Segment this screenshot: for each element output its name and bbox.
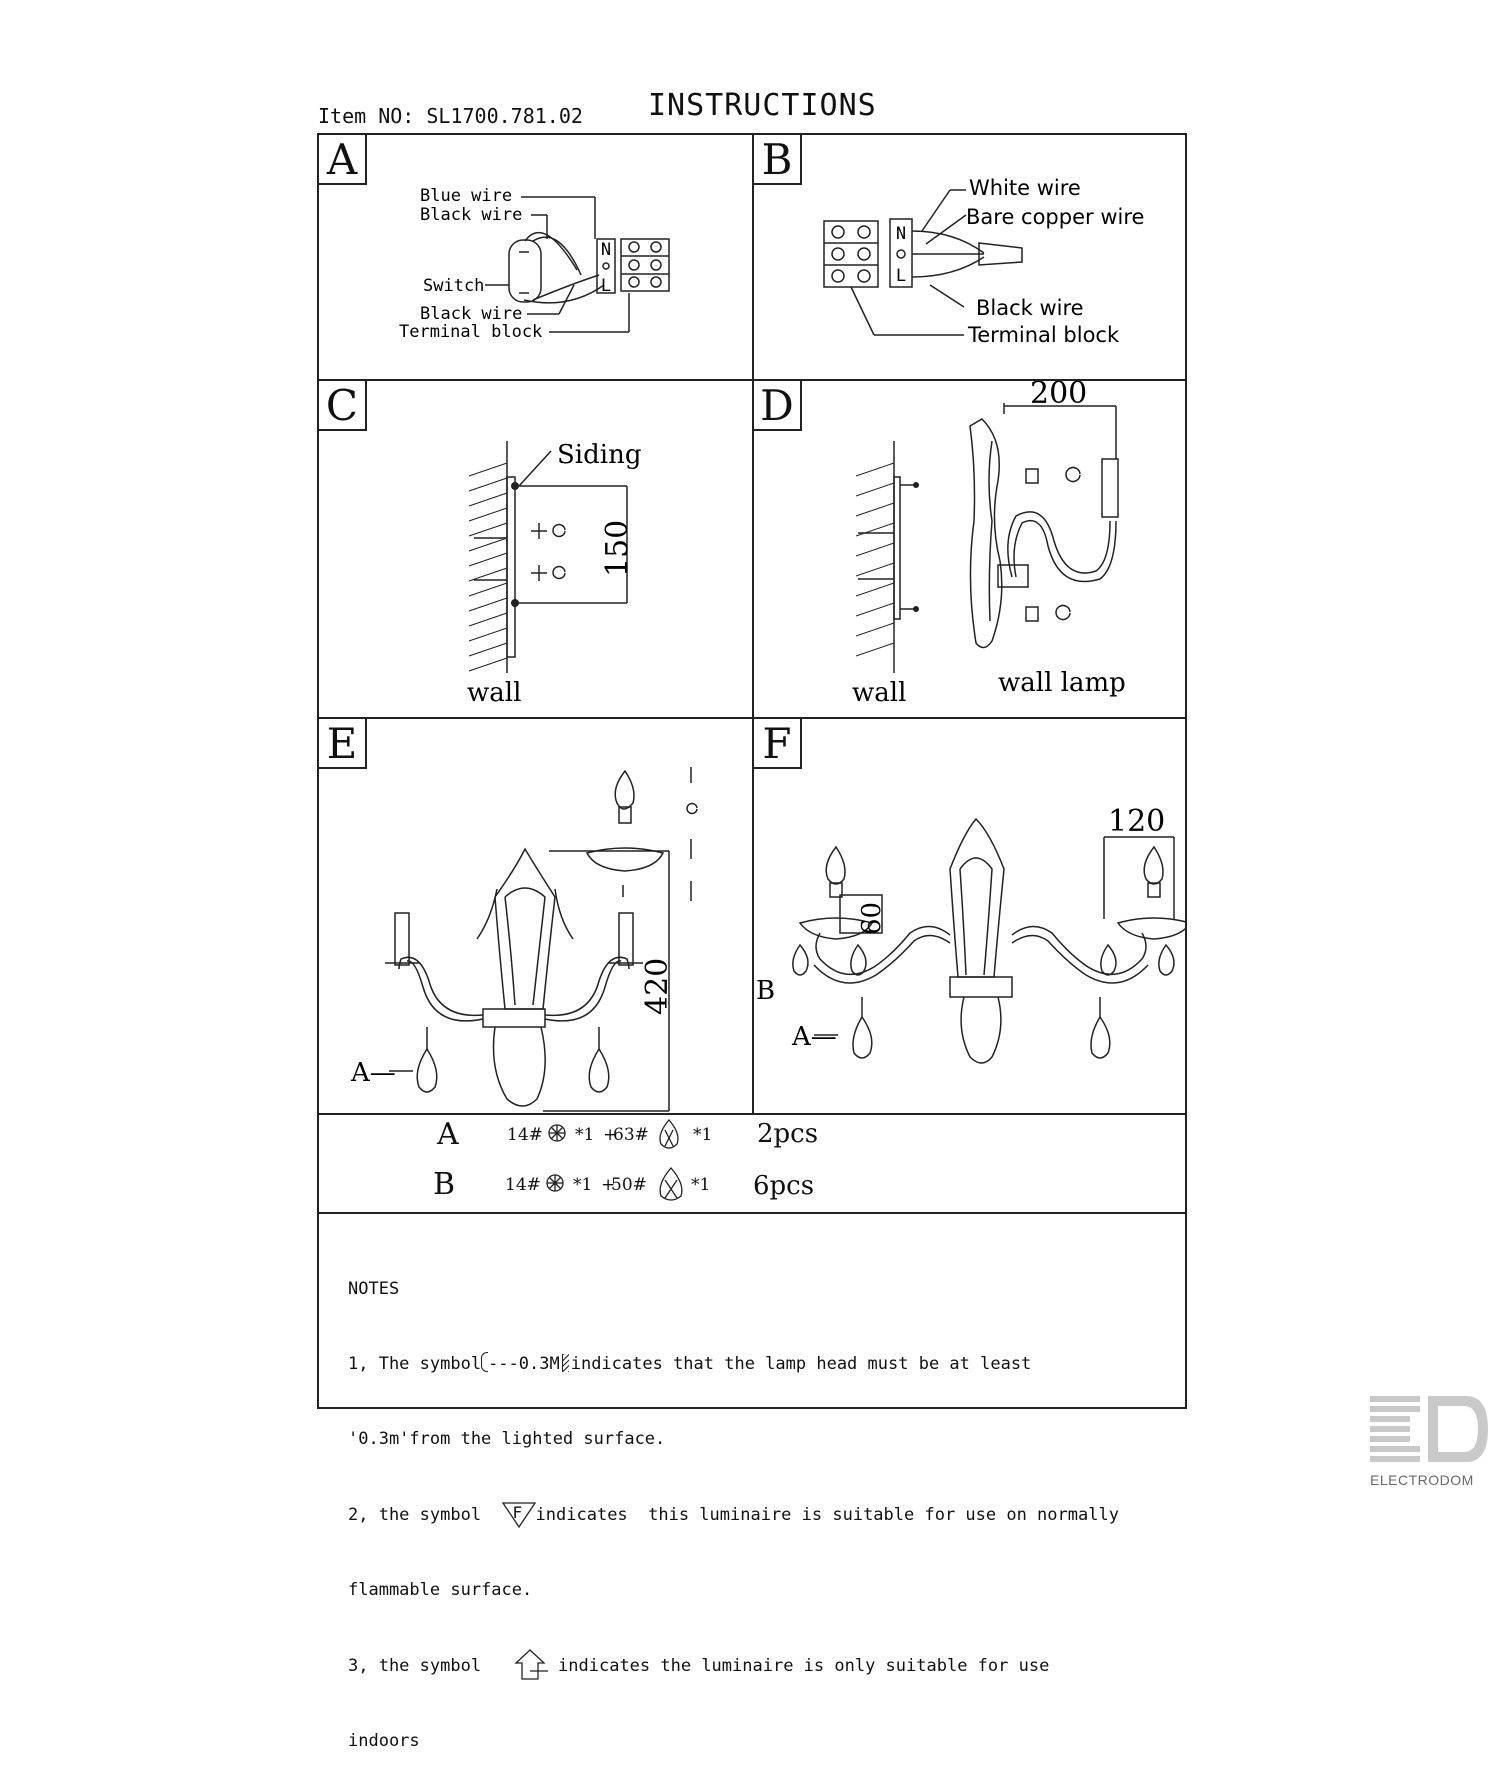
label-blue-wire: Blue wire [420,186,512,206]
note-1-start: 1, The symbol [348,1354,482,1374]
electrodom-logo-mark [1370,1396,1488,1462]
bead-icon [546,1174,564,1192]
electrodom-logo: ELECTRODOM [1368,1394,1490,1494]
label-terminal-block: Terminal block [399,322,542,342]
hatch-symbol-icon [561,1354,569,1372]
parts-row-second-qty: *1 [691,1175,710,1195]
panel-b: B N L White wire [754,135,1187,381]
siding-mounting-diagram: Siding 150 wall [467,440,641,708]
distance-symbol-icon [481,1352,489,1372]
flammable-triangle-icon: F [501,1502,536,1529]
panel-a: A [319,135,754,381]
note-1: 1, The symbol ---0.3M indicates that the l… [348,1352,1119,1377]
panel-d: D [754,381,1187,719]
page-title: INSTRUCTIONS [648,88,877,123]
panel-f: F [754,719,1187,1115]
note-3: 3, the symbol indicates the luminaire is… [348,1649,1119,1680]
parts-row-first-qty: *1 [573,1175,592,1195]
lamp-dimension-diagram: 120 60 A— B [756,804,1185,1064]
dimension-420: 420 [640,958,675,1015]
parts-row-first-code: 14# [505,1175,541,1195]
parts-row-count: 6pcs [753,1171,814,1201]
note-3-cont: indoors [348,1731,420,1751]
panel-letter-d: D [754,381,802,431]
parts-row-plus: + [603,1125,617,1145]
note-1-distance: ---0.3M [488,1354,560,1374]
terminal-mark-n: N [896,224,906,244]
dimension-150: 150 [600,520,635,577]
label-wall-lamp: wall lamp [998,668,1126,698]
label-siding: Siding [557,440,641,470]
label-black-wire-top: Black wire [420,205,522,225]
terminal-mark-l: L [601,276,611,296]
label-crystal-b: B [756,976,775,1006]
dimension-120: 120 [1108,804,1165,839]
parts-row-first-qty: *1 [575,1125,594,1145]
label-white-wire: White wire [969,176,1081,200]
note-3-start: 3, the symbol [348,1656,482,1676]
note-2-end: indicates this luminaire is suitable for… [535,1505,1119,1525]
parts-row-first-code: 14# [507,1125,543,1145]
panel-letter-f: F [754,719,802,769]
label-bare-copper-wire: Bare copper wire [966,205,1144,229]
instruction-sheet: A [317,133,1187,1409]
label-wall: wall [467,678,521,708]
terminal-mark-l: L [896,266,906,286]
parts-row-letter: B [433,1167,455,1202]
parts-row-second-code: 63# [613,1125,649,1145]
label-crystal-a: A— [350,1058,396,1088]
parts-row-plus: + [601,1175,615,1195]
panel-letter-a: A [319,135,367,185]
panel-letter-b: B [754,135,802,185]
drop-crystal-icon [659,1167,683,1201]
panel-letter-e: E [319,719,367,769]
lamp-assembly-diagram: 420 A— [350,767,698,1112]
wiring-diagram-b: N L White wire Bare copper wire Black wi… [823,176,1144,347]
parts-row-second-code: 50# [611,1175,647,1195]
label-black-wire-bottom: Black wire [420,304,522,324]
note-3-end: indicates the luminaire is only suitable… [558,1656,1050,1676]
label-black-wire: Black wire [976,296,1084,320]
brand-name: ELECTRODOM [1370,1472,1474,1488]
note-2-cont: flammable surface. [348,1580,533,1600]
indoor-house-icon [512,1649,548,1680]
notes-heading: NOTES [348,1279,400,1299]
drop-crystal-icon [659,1119,679,1149]
label-switch: Switch [423,276,484,296]
parts-row-letter: A [436,1117,459,1152]
notes-section: NOTES 1, The symbol ---0.3M indicates that… [348,1227,1119,1779]
terminal-mark-n: N [601,240,611,260]
wall-lamp-mounting-diagram: 200 wall wall lamp [852,381,1126,708]
panel-letter-c: C [319,381,367,431]
panel-c: C [319,381,754,719]
flammable-symbol-letter: F [512,1503,523,1522]
wiring-diagram-a: N L Blue wire Black wire Switch Black wi… [399,186,670,342]
crystal-parts-list: A 14# *1 + 63# *1 2pcs B 14# *1 + 50# *1… [317,1112,1187,1214]
label-crystal-a: A— [791,1022,837,1052]
item-number: Item NO: SL1700.781.02 [318,104,583,128]
note-1-cont: '0.3m'from the lighted surface. [348,1429,666,1449]
parts-row-count: 2pcs [757,1119,818,1149]
bead-icon [548,1124,566,1142]
label-terminal-block: Terminal block [967,323,1120,347]
note-2-start: 2, the symbol [348,1505,482,1525]
dimension-200: 200 [1030,381,1087,411]
label-wall: wall [852,678,906,708]
panel-e: E [319,719,754,1115]
note-1-end: indicates that the lamp head must be at … [570,1354,1032,1374]
parts-row-second-qty: *1 [693,1125,712,1145]
dimension-60: 60 [857,902,887,935]
